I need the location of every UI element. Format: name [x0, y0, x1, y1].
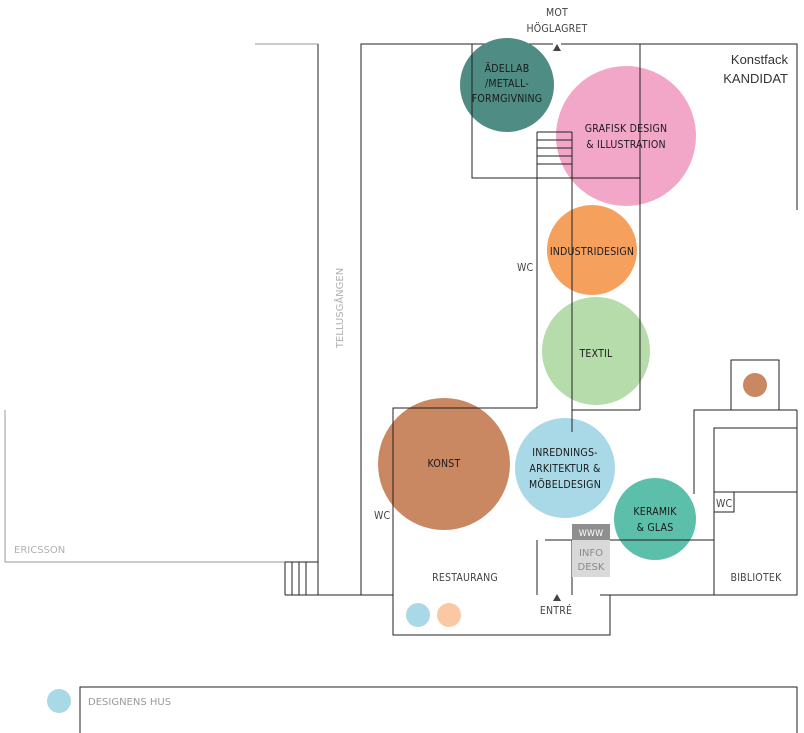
- info-desk-label-2: DESK: [578, 562, 605, 573]
- north-entrance-arrow-icon: [553, 44, 561, 51]
- dept-adellab-label-2: /METALL-: [485, 78, 529, 90]
- brand-subtitle: KANDIDAT: [723, 71, 788, 86]
- brand-name: Konstfack: [731, 52, 789, 67]
- info-desk-www-box: [572, 524, 610, 540]
- legend: DESIGNENS HUS: [47, 686, 798, 733]
- dept-inredning-circle: [515, 418, 615, 518]
- dept-industri-label: INDUSTRIDESIGN: [550, 246, 634, 258]
- dept-textil[interactable]: TEXTIL: [542, 297, 650, 405]
- dept-keramik-circle: [614, 478, 696, 560]
- dept-industri-circle: [547, 205, 637, 295]
- dept-konst[interactable]: KONST: [378, 398, 510, 530]
- entre-label: ENTRÉ: [540, 604, 572, 617]
- wc-right-label: WC: [716, 498, 733, 510]
- main-entrance-arrow-icon: [553, 594, 561, 601]
- wc-left-label: WC: [374, 510, 391, 522]
- ericsson-building: [4, 43, 319, 563]
- dept-inredning-label-2: ARKITEKTUR &: [529, 463, 601, 475]
- dept-keramik-label-2: & GLAS: [637, 522, 674, 534]
- dept-adellab-label-3: FORMGIVNING: [472, 93, 543, 105]
- info-desk[interactable]: WWW INFO DESK: [572, 524, 610, 577]
- dept-keramik[interactable]: KERAMIK & GLAS: [614, 478, 696, 560]
- marker-tower: [743, 373, 767, 397]
- dept-industri[interactable]: INDUSTRIDESIGN: [547, 205, 637, 295]
- restaurang-label: RESTAURANG: [432, 572, 498, 584]
- wc-upper-label: WC: [517, 262, 534, 274]
- dept-keramik-label-1: KERAMIK: [633, 506, 677, 518]
- dept-grafisk-label-2: & ILLUSTRATION: [586, 139, 665, 151]
- direction-label-1: MOT: [546, 7, 568, 19]
- main-building-walls: [285, 43, 798, 636]
- info-desk-box: [572, 540, 610, 577]
- marker-peach: [437, 603, 461, 627]
- dept-textil-label: TEXTIL: [578, 348, 613, 360]
- dept-konst-circle: [378, 398, 510, 530]
- dept-inredning-label-3: MÖBELDESIGN: [529, 478, 601, 491]
- direction-label-2: HÖGLAGRET: [526, 22, 587, 35]
- dept-grafisk-label-1: GRAFISK DESIGN: [585, 123, 668, 135]
- dept-inredning-label-1: INREDNINGS-: [532, 447, 598, 459]
- legend-marker: [47, 689, 71, 713]
- dept-textil-circle: [542, 297, 650, 405]
- info-desk-label-1: INFO: [579, 548, 603, 559]
- ericsson-label: ERICSSON: [14, 545, 65, 556]
- marker-blue: [406, 603, 430, 627]
- dept-inredning[interactable]: INREDNINGS- ARKITEKTUR & MÖBELDESIGN: [515, 418, 615, 518]
- overlay-walls: [392, 44, 714, 541]
- tellusgangen-label: TELLUSGÅNGEN: [333, 268, 346, 349]
- info-desk-www-label: WWW: [579, 529, 604, 539]
- dept-adellab[interactable]: ÄDELLAB /METALL- FORMGIVNING: [460, 38, 554, 132]
- dept-grafisk-circle: [556, 66, 696, 206]
- dept-konst-label: KONST: [428, 458, 461, 470]
- dept-grafisk[interactable]: GRAFISK DESIGN & ILLUSTRATION: [556, 66, 696, 206]
- tellusgangen-corridor: [284, 44, 319, 595]
- dept-adellab-label-1: ÄDELLAB: [485, 62, 530, 75]
- dept-adellab-circle: [460, 38, 554, 132]
- legend-label: DESIGNENS HUS: [88, 697, 171, 708]
- bibliotek-label: BIBLIOTEK: [731, 572, 783, 584]
